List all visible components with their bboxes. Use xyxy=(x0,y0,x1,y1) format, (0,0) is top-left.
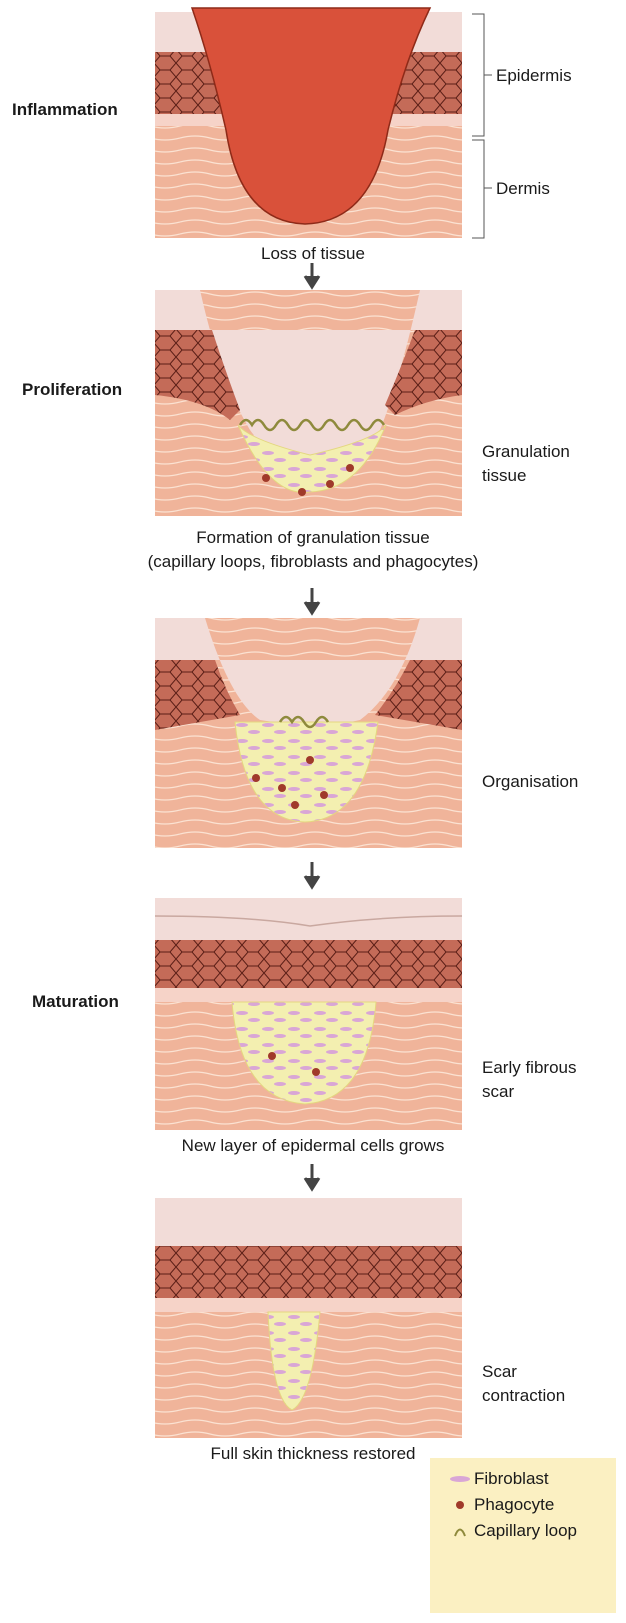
capillary-loop-icon xyxy=(446,1525,474,1537)
legend: Fibroblast Phagocyte Capillary loop xyxy=(430,1458,616,1613)
caption-new-layer: New layer of epidermal cells grows xyxy=(0,1136,626,1156)
caption-formation-detail: (capillary loops, fibroblasts and phagoc… xyxy=(0,552,626,572)
label-early-fibrous-scar: Early fibrous scar xyxy=(482,1056,576,1104)
label-organisation: Organisation xyxy=(482,770,578,794)
legend-capillary-label: Capillary loop xyxy=(474,1521,577,1541)
stage-proliferation: Proliferation xyxy=(22,380,122,400)
stage-maturation: Maturation xyxy=(32,992,119,1012)
label-granulation-line2: tissue xyxy=(482,464,570,488)
label-granulation-tissue: Granulation tissue xyxy=(482,440,570,488)
legend-item-fibroblast: Fibroblast xyxy=(446,1468,549,1490)
arrow-2 xyxy=(305,588,319,613)
fibroblast-icon xyxy=(446,1474,474,1484)
arrow-4 xyxy=(305,1164,319,1189)
legend-item-phagocyte: Phagocyte xyxy=(446,1494,554,1516)
label-granulation-line1: Granulation xyxy=(482,440,570,464)
legend-item-capillary: Capillary loop xyxy=(446,1520,577,1542)
phagocyte-icon xyxy=(446,1500,474,1510)
panel-organisation xyxy=(155,618,462,848)
panel-maturation xyxy=(155,898,462,1130)
label-scar-contraction: Scar contraction xyxy=(482,1360,565,1408)
caption-formation: Formation of granulation tissue xyxy=(0,528,626,548)
arrow-3 xyxy=(305,862,319,887)
stage-inflammation: Inflammation xyxy=(12,100,118,120)
label-scar-line2: contraction xyxy=(482,1384,565,1408)
arrow-1 xyxy=(305,263,319,287)
label-early-scar-line1: Early fibrous xyxy=(482,1056,576,1080)
panel-scar-contraction xyxy=(155,1198,462,1438)
panel-inflammation xyxy=(155,8,492,238)
label-early-scar-line2: scar xyxy=(482,1080,576,1104)
legend-phagocyte-label: Phagocyte xyxy=(474,1495,554,1515)
caption-loss-of-tissue: Loss of tissue xyxy=(0,244,626,264)
panel-proliferation xyxy=(155,290,462,516)
label-scar-line1: Scar xyxy=(482,1360,565,1384)
label-epidermis: Epidermis xyxy=(496,64,572,88)
legend-fibroblast-label: Fibroblast xyxy=(474,1469,549,1489)
label-dermis: Dermis xyxy=(496,177,550,201)
